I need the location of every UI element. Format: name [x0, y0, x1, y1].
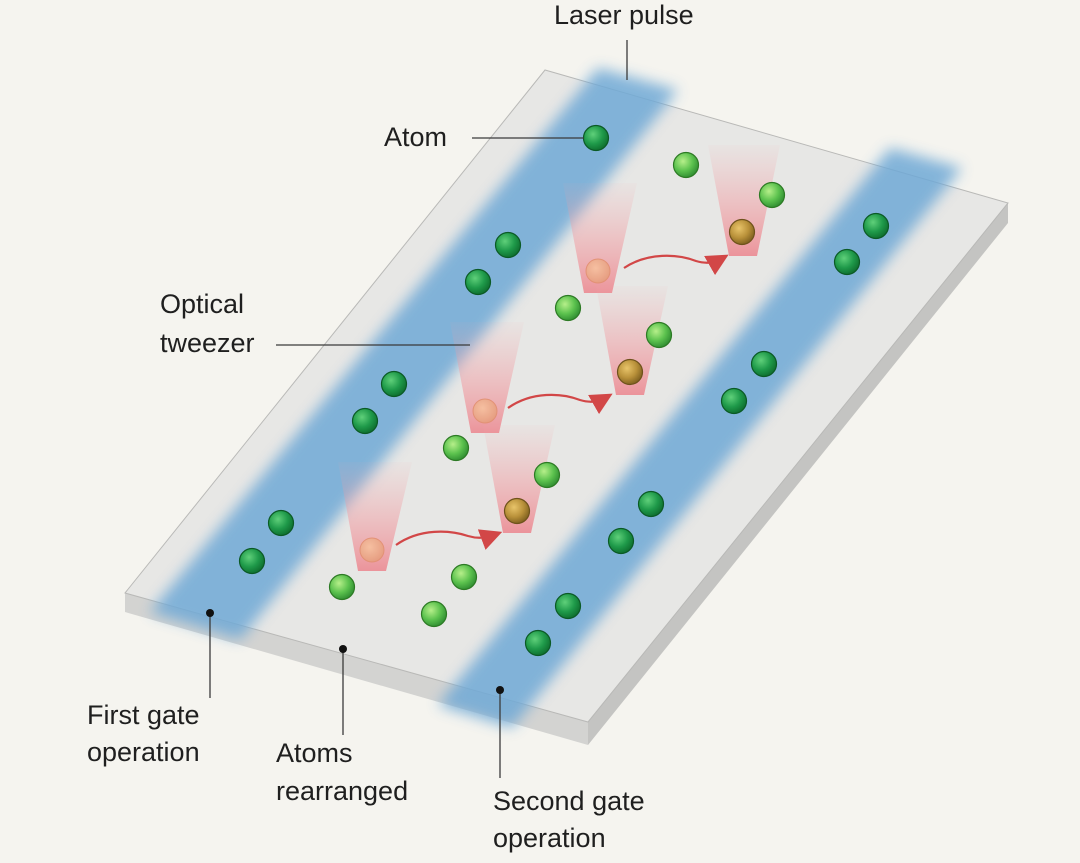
atom-moving: [728, 218, 756, 246]
tweezer-1: [338, 462, 412, 571]
tweezer-5: [596, 286, 668, 395]
laser-beam-second-gate: [438, 148, 962, 728]
atom: [267, 509, 295, 537]
label-first-gate-line2: operation: [87, 737, 200, 767]
tweezer-2: [450, 322, 524, 433]
atom-light: [758, 181, 786, 209]
atom: [238, 547, 266, 575]
label-second-gate-line1: Second gate: [493, 786, 645, 816]
atom: [464, 268, 492, 296]
atom-moving: [503, 497, 531, 525]
atoms-released: [359, 258, 611, 563]
arrow-1: [395, 529, 503, 550]
atom-light: [328, 573, 356, 601]
atom: [862, 212, 890, 240]
atom: [524, 629, 552, 657]
plate-right-edge: [588, 203, 1008, 745]
leader-dots: [206, 609, 504, 694]
atom: [380, 370, 408, 398]
label-laser-pulse: Laser pulse: [554, 0, 694, 30]
label-first-gate-line1: First gate: [87, 700, 200, 730]
atoms-in-tweezers: [503, 218, 756, 525]
rearrangement-arrows: [395, 254, 729, 550]
dot-second-gate: [496, 686, 504, 694]
arrow-3: [623, 254, 729, 276]
label-second-gate-line2: operation: [493, 823, 606, 853]
atom: [637, 490, 665, 518]
atom: [351, 407, 379, 435]
label-optical-tweezer-line1: Optical: [160, 289, 244, 319]
optical-tweezers: [338, 145, 780, 571]
atom: [833, 248, 861, 276]
laser-beam-first-gate: [150, 68, 678, 640]
atoms: [238, 124, 890, 657]
label-atoms-rearranged-line1: Atoms: [276, 738, 353, 768]
atom-light: [450, 563, 478, 591]
atom-light: [533, 461, 561, 489]
tweezer-4: [483, 425, 555, 533]
atom-light: [554, 294, 582, 322]
dot-first-gate: [206, 609, 214, 617]
atom: [554, 592, 582, 620]
atom-faded: [359, 537, 385, 563]
label-optical-tweezer-line2: tweezer: [160, 328, 255, 358]
label-atoms-rearranged-line2: rearranged: [276, 776, 408, 806]
tweezer-6: [708, 145, 780, 256]
dot-atoms-rearranged: [339, 645, 347, 653]
atom-light: [442, 434, 470, 462]
atoms-light: [328, 151, 786, 628]
atom-faded: [472, 398, 498, 424]
atom-moving: [616, 358, 644, 386]
atom: [720, 387, 748, 415]
atom-light: [420, 600, 448, 628]
arrow-2: [507, 393, 613, 415]
leader-lines: [209, 40, 628, 778]
atom: [750, 350, 778, 378]
label-atom: Atom: [384, 122, 447, 152]
atom-light: [672, 151, 700, 179]
atom-light: [645, 321, 673, 349]
atom: [607, 527, 635, 555]
tweezer-3: [563, 183, 637, 293]
atom-faded: [585, 258, 611, 284]
laser-beams: [150, 68, 962, 728]
atom: [582, 124, 610, 152]
atom: [494, 231, 522, 259]
